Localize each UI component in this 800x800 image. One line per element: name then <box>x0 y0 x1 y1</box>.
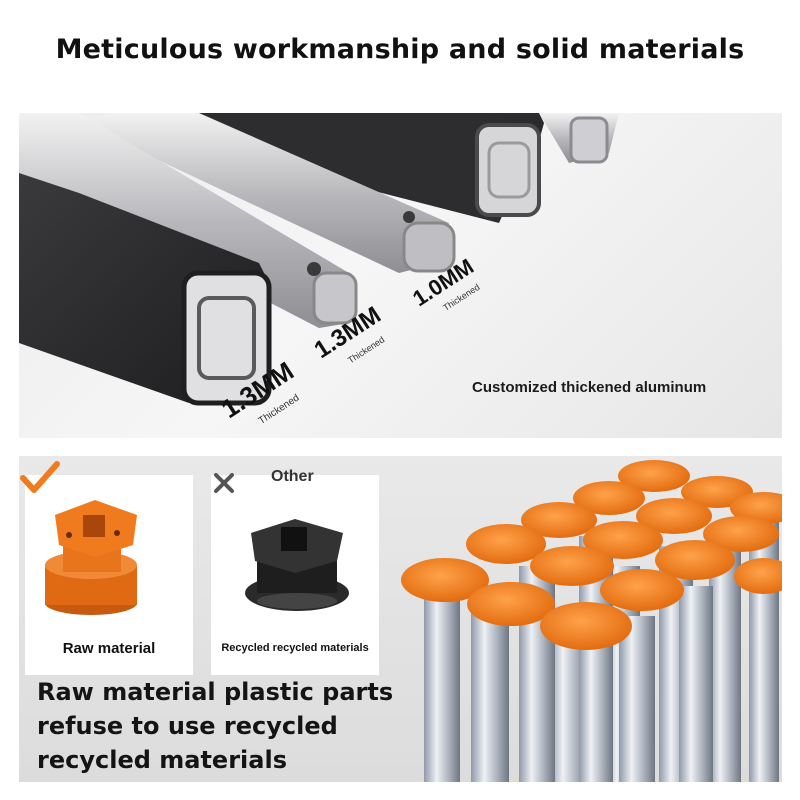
cross-icon <box>214 473 234 493</box>
recycled-material-card: Recycled recycled materials <box>211 475 379 675</box>
raw-material-label: Raw material <box>62 640 156 657</box>
raw-material-card: Raw material <box>25 475 193 675</box>
orange-caps <box>401 460 782 650</box>
tube-bundle-illustration <box>401 460 782 782</box>
check-icon <box>20 461 60 493</box>
silver-tube-middle <box>79 113 449 273</box>
aluminum-caption: Customized thickened aluminum <box>472 379 707 396</box>
recycled-material-label: Recycled recycled materials <box>221 642 369 654</box>
aluminum-tubes-panel: 1.3MM Thickened 1.3MM Thickened 1.0MM Th… <box>19 113 782 438</box>
material-description: Raw material plastic parts refuse to use… <box>37 678 394 774</box>
silver-tube-front <box>19 113 349 328</box>
dark-tube-profile <box>181 270 272 406</box>
black-plastic-part-image <box>245 519 349 611</box>
page-title: Meticulous workmanship and solid materia… <box>55 34 745 65</box>
plastic-parts-panel: Raw material Recycled recycled materials… <box>19 456 782 782</box>
aluminum-tubes-illustration: 1.3MM Thickened 1.3MM Thickened 1.0MM Th… <box>19 113 619 427</box>
orange-plastic-part-image <box>45 500 137 615</box>
other-tag: Other <box>271 468 314 485</box>
